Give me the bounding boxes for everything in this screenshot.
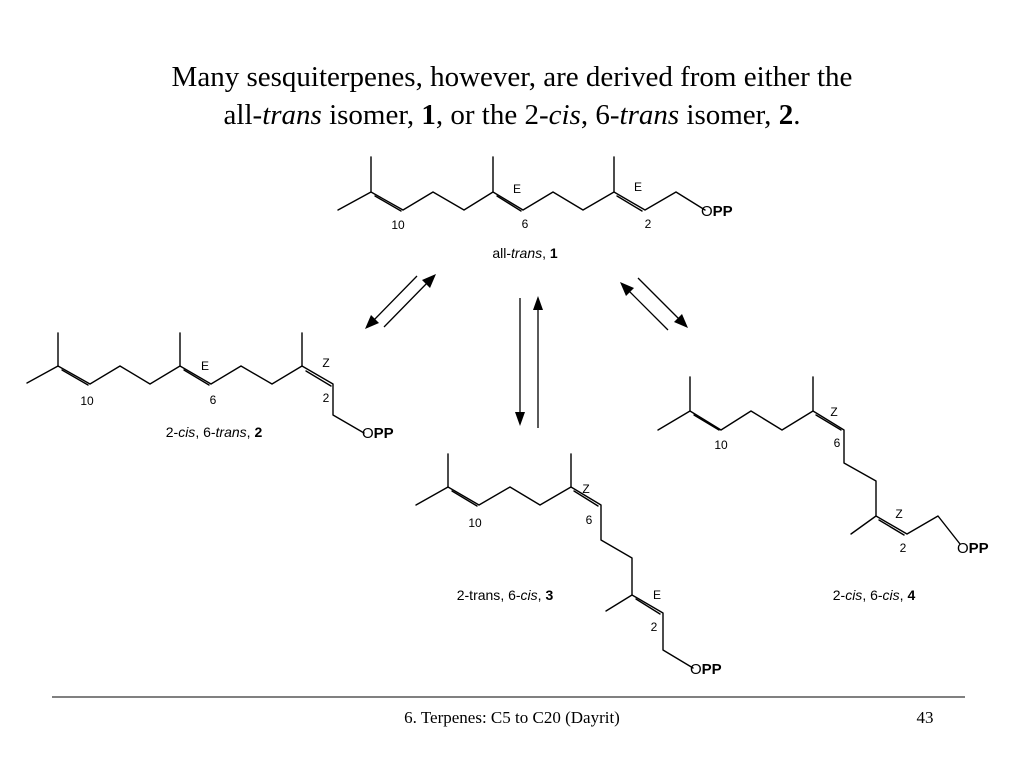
name-part: 2- xyxy=(833,587,846,603)
mol1-locant-2: 2 xyxy=(645,217,652,231)
equilibrium-arrows-center xyxy=(515,296,543,428)
opp-o: O xyxy=(690,661,702,678)
name-part: 2- xyxy=(166,424,179,440)
molecule-1-skeleton xyxy=(337,156,706,212)
footer-text: 6. Terpenes: C5 to C20 (Dayrit) xyxy=(404,708,620,727)
title-bold: 1 xyxy=(421,99,436,131)
page-number: 43 xyxy=(916,708,934,727)
name-part: , 6- xyxy=(195,424,216,440)
name-italic: cis xyxy=(521,587,538,603)
mol3-opp-group: OPP xyxy=(690,661,722,678)
name-number: 2 xyxy=(254,424,262,440)
title-text: all- xyxy=(223,99,263,131)
name-italic: trans xyxy=(216,424,247,440)
slide-title: Many sesquiterpenes, however, are derive… xyxy=(60,58,964,134)
name-number: 4 xyxy=(907,587,915,603)
mol1-stereo-e-6: E xyxy=(513,182,521,196)
name-part: , xyxy=(900,587,908,603)
title-italic: trans xyxy=(619,99,680,131)
mol2-opp-group: OPP xyxy=(362,425,394,442)
mol2-name: 2-cis, 6-trans, 2 xyxy=(166,424,263,440)
mol3-stereo-z-6: Z xyxy=(582,482,589,496)
mol4-stereo-z-2: Z xyxy=(895,507,902,521)
equilibrium-arrows-left xyxy=(365,274,436,329)
mol1-opp-group: OPP xyxy=(701,203,733,220)
mol2-locant-6: 6 xyxy=(210,393,217,407)
opp-pp: PP xyxy=(702,661,722,678)
mol4-locant-10: 10 xyxy=(714,438,728,452)
title-text: isomer, xyxy=(321,99,422,131)
opp-o: O xyxy=(957,540,969,557)
title-bold: 2 xyxy=(778,99,794,131)
title-line-1: Many sesquiterpenes, however, are derive… xyxy=(171,61,853,93)
mol2-stereo-e-6: E xyxy=(201,359,209,373)
name-part: all- xyxy=(492,245,511,261)
mol3-locant-10: 10 xyxy=(468,516,482,530)
mol1-locant-10: 10 xyxy=(391,218,405,232)
mol3-locant-6: 6 xyxy=(586,513,593,527)
opp-pp: PP xyxy=(374,425,394,442)
title-italic: cis xyxy=(548,99,581,131)
name-part: , 6- xyxy=(862,587,883,603)
name-italic: cis xyxy=(845,587,862,603)
mol4-stereo-z-6: Z xyxy=(830,405,837,419)
title-italic: trans xyxy=(262,99,322,131)
mol3-locant-2: 2 xyxy=(651,620,658,634)
mol4-opp-group: OPP xyxy=(957,540,989,557)
molecule-2-skeleton xyxy=(26,332,365,434)
molecule-3-skeleton xyxy=(415,453,694,669)
mol2-locant-2: 2 xyxy=(323,391,330,405)
title-text: , 6- xyxy=(580,99,620,131)
equilibrium-arrows-right xyxy=(620,277,688,331)
mol3-stereo-e-2: E xyxy=(653,588,661,602)
mol2-locant-10: 10 xyxy=(80,394,94,408)
mol4-locant-6: 6 xyxy=(834,436,841,450)
opp-pp: PP xyxy=(713,203,733,220)
molecule-4-skeleton xyxy=(657,376,961,545)
mol3-name: 2-trans, 6-cis, 3 xyxy=(457,587,554,603)
title-text: . xyxy=(793,99,801,131)
name-part: , 6- xyxy=(500,587,521,603)
mol4-locant-2: 2 xyxy=(900,541,907,555)
opp-pp: PP xyxy=(969,540,989,557)
name-part: , xyxy=(542,245,550,261)
name-part: , xyxy=(538,587,546,603)
name-number: 3 xyxy=(545,587,553,603)
name-italic: cis xyxy=(178,424,195,440)
name-number: 1 xyxy=(550,245,558,261)
title-text: isomer, xyxy=(679,99,779,131)
title-line-2: all-trans isomer, 1, or the 2-cis, 6-tra… xyxy=(60,96,964,134)
opp-o: O xyxy=(701,203,713,220)
mol1-name: all-trans, 1 xyxy=(492,245,558,261)
mol1-stereo-e-2: E xyxy=(634,180,642,194)
title-text: , or the 2- xyxy=(435,99,549,131)
name-italic: trans xyxy=(511,245,542,261)
mol1-locant-6: 6 xyxy=(522,217,529,231)
mol2-stereo-z-2: Z xyxy=(322,356,329,370)
name-part: 2-trans xyxy=(457,587,501,603)
name-part: , xyxy=(247,424,255,440)
mol4-name: 2-cis, 6-cis, 4 xyxy=(833,587,916,603)
opp-o: O xyxy=(362,425,374,442)
name-italic: cis xyxy=(883,587,900,603)
